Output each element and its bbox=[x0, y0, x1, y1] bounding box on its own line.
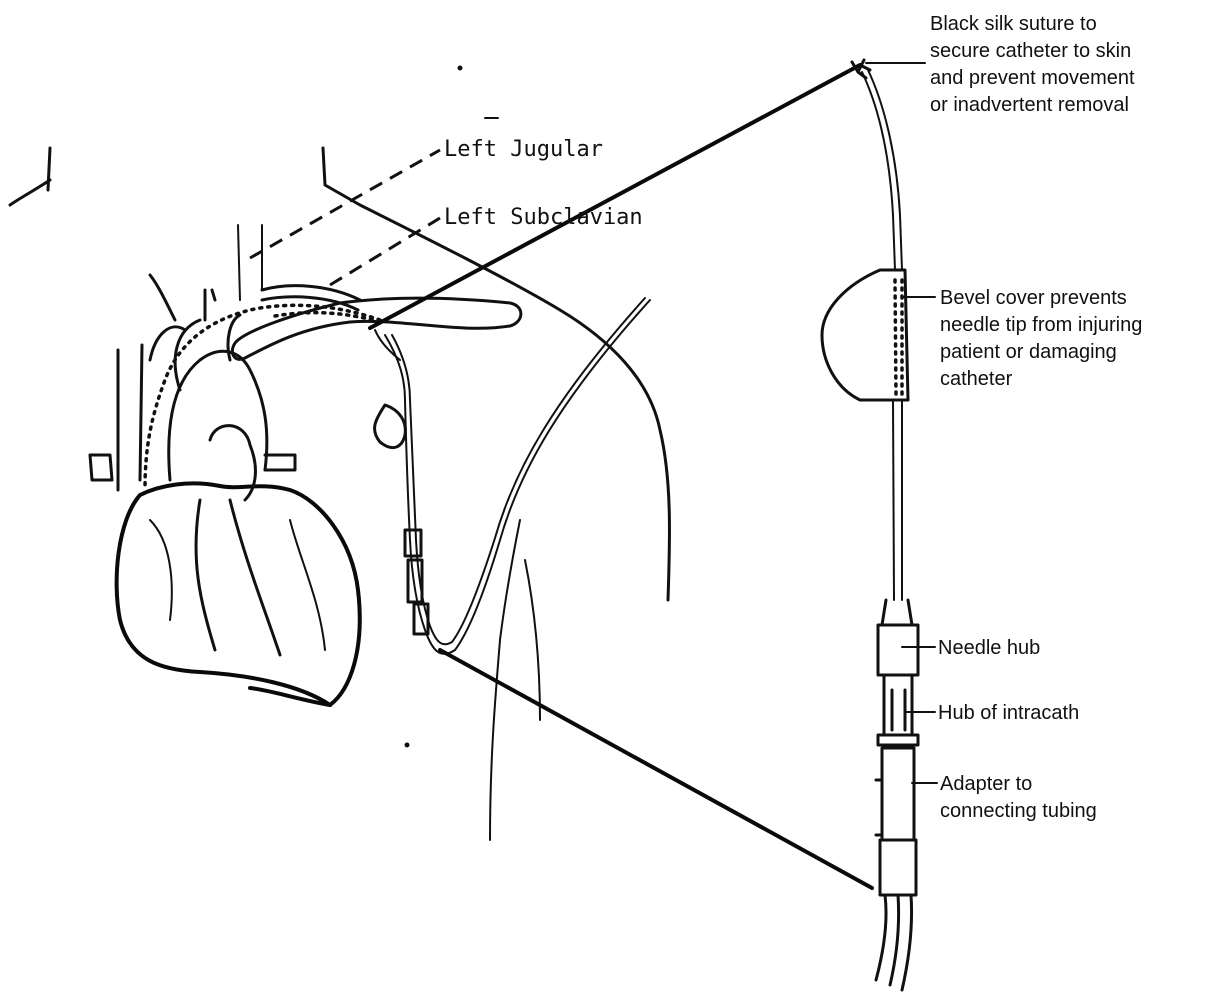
catheter-small-view bbox=[375, 298, 650, 654]
suture-line-1: Black silk suture to bbox=[930, 13, 1097, 35]
bevel-line-1: Bevel cover prevents bbox=[940, 287, 1127, 309]
catheter-enlarged bbox=[822, 60, 918, 990]
label-bevel-cover: Bevel cover prevents needle tip from inj… bbox=[940, 287, 1142, 390]
connecting-tubing bbox=[876, 895, 912, 990]
scan-specks bbox=[405, 66, 499, 748]
adapter-line-2: connecting tubing bbox=[940, 800, 1097, 822]
intracath-hub-shape bbox=[878, 675, 918, 745]
label-adapter: Adapter to connecting tubing bbox=[940, 773, 1097, 822]
heart bbox=[90, 275, 360, 705]
suture-line-3: and prevent movement bbox=[930, 67, 1135, 89]
adapter-shape bbox=[876, 748, 914, 840]
body-outline bbox=[10, 148, 670, 840]
bevel-line-2: needle tip from injuring bbox=[940, 314, 1142, 336]
suture-line-4: or inadvertent removal bbox=[930, 94, 1129, 116]
suture-line-2: secure catheter to skin bbox=[930, 40, 1131, 62]
zoom-line-bottom bbox=[440, 650, 872, 888]
label-left-subclavian: Left Subclavian bbox=[444, 205, 643, 230]
label-left-jugular: Left Jugular bbox=[444, 137, 603, 162]
adapter-line-1: Adapter to bbox=[940, 773, 1032, 795]
label-suture: Black silk suture to secure catheter to … bbox=[930, 13, 1135, 116]
needle-hub-shape bbox=[878, 625, 918, 675]
bevel-line-3: patient or damaging bbox=[940, 341, 1117, 363]
subclavian-leader-line bbox=[330, 218, 440, 285]
label-needle-hub: Needle hub bbox=[938, 637, 1040, 659]
zoom-line-top bbox=[370, 65, 860, 328]
catheter-path-dotted bbox=[145, 305, 380, 490]
bevel-line-4: catheter bbox=[940, 368, 1013, 390]
jugular-leader-line bbox=[250, 150, 440, 258]
label-hub-intracath: Hub of intracath bbox=[938, 702, 1079, 724]
